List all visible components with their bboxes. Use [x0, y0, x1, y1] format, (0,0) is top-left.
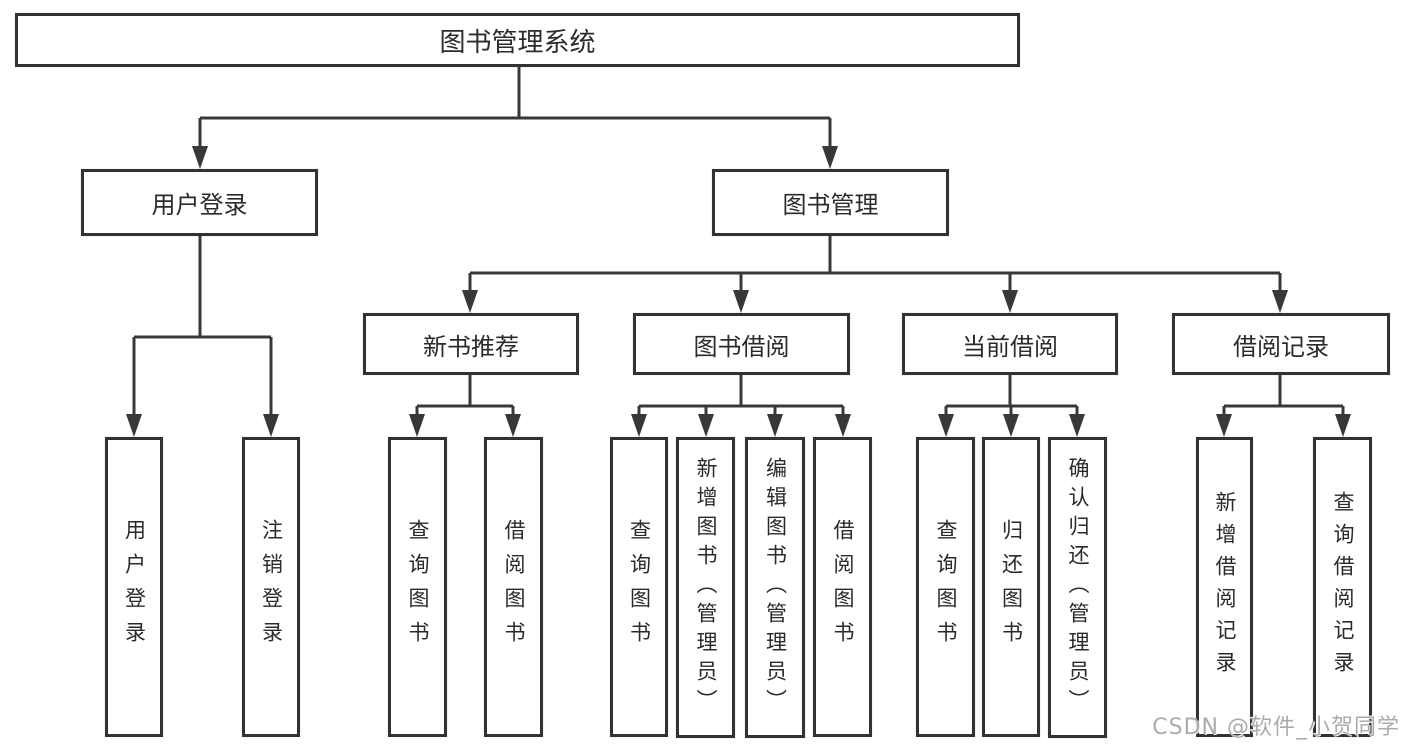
node-label: 查询借阅记录 — [1331, 491, 1355, 683]
node-label: 图书借阅 — [693, 332, 790, 361]
leaf-query-borrow-record: 查询借阅记录 — [1313, 437, 1372, 737]
node-book-borrow: 图书借阅 — [633, 313, 850, 375]
arrowhead-down — [126, 414, 142, 437]
node-label: 查询图书 — [627, 519, 652, 655]
arrowhead-down — [822, 146, 838, 169]
arrowhead-down — [462, 290, 478, 313]
connector-current-borrow-to-leaves — [938, 375, 1085, 437]
arrowhead-down — [1069, 414, 1085, 437]
node-label: 用户登录 — [122, 519, 147, 655]
arrowhead-down — [1272, 290, 1288, 313]
arrowhead-down — [192, 146, 208, 169]
leaf-confirm-return-admin: 确认归还（管理员） — [1048, 437, 1107, 738]
leaf-add-book-admin: 新增图书（管理员） — [676, 437, 735, 738]
arrowhead-down — [1002, 290, 1018, 313]
connector-book-mgmt-to-level3 — [462, 236, 1288, 313]
arrowhead-down — [1003, 414, 1019, 437]
leaf-add-borrow-record: 新增借阅记录 — [1196, 437, 1253, 737]
arrowhead-down — [767, 414, 783, 437]
node-label: 查询图书 — [406, 519, 430, 655]
node-label: 查询图书 — [934, 519, 958, 655]
node-label: 图书管理 — [782, 191, 879, 219]
node-user-login: 用户登录 — [81, 169, 318, 236]
node-root-system: 图书管理系统 — [15, 13, 1020, 67]
connector-user-login-to-leaves — [126, 236, 279, 437]
leaf-user-login: 用户登录 — [105, 437, 163, 737]
leaf-logout: 注销登录 — [242, 437, 300, 737]
connector-new-book-to-leaves — [409, 375, 521, 437]
node-label: 当前借阅 — [962, 332, 1058, 361]
node-label: 注销登录 — [259, 519, 284, 655]
arrowhead-down — [835, 414, 851, 437]
node-label: 借阅记录 — [1233, 332, 1329, 361]
node-label: 新增图书（管理员） — [694, 457, 718, 718]
node-label: 归还图书 — [999, 519, 1024, 655]
node-label: 新增借阅记录 — [1213, 491, 1237, 683]
leaf-query-book-2: 查询图书 — [610, 437, 668, 737]
node-book-management: 图书管理 — [712, 169, 949, 236]
arrowhead-down — [698, 414, 714, 437]
arrowhead-down — [505, 414, 521, 437]
node-label: 确认归还（管理员） — [1066, 457, 1090, 718]
node-label: 用户登录 — [151, 191, 248, 219]
node-label: 编辑图书（管理员） — [763, 457, 788, 718]
node-borrow-record: 借阅记录 — [1172, 313, 1390, 375]
leaf-return-book: 归还图书 — [982, 437, 1040, 737]
node-label: 图书管理系统 — [439, 27, 596, 58]
leaf-edit-book-admin: 编辑图书（管理员） — [745, 437, 805, 738]
leaf-query-book-3: 查询图书 — [916, 437, 975, 737]
connector-borrow-record-to-leaves — [1216, 375, 1351, 437]
arrowhead-down — [1216, 414, 1232, 437]
node-label: 借阅图书 — [831, 519, 855, 655]
node-label: 借阅图书 — [502, 519, 526, 655]
arrowhead-down — [631, 414, 647, 437]
leaf-borrow-book-2: 借阅图书 — [813, 437, 872, 737]
arrowhead-down — [409, 414, 425, 437]
arrowhead-down — [733, 290, 749, 313]
leaf-borrow-book-1: 借阅图书 — [484, 437, 543, 737]
leaf-query-book-1: 查询图书 — [388, 437, 447, 737]
node-current-borrow: 当前借阅 — [902, 313, 1118, 375]
csdn-watermark: CSDN @软件_小贺同学 — [1152, 715, 1400, 740]
connector-book-borrow-to-leaves — [631, 375, 851, 437]
arrowhead-down — [938, 414, 954, 437]
node-new-book-recommend: 新书推荐 — [363, 313, 579, 375]
node-label: 新书推荐 — [423, 332, 519, 361]
arrowhead-down — [1335, 414, 1351, 437]
connector-root-to-level2 — [192, 67, 838, 169]
arrowhead-down — [263, 414, 279, 437]
